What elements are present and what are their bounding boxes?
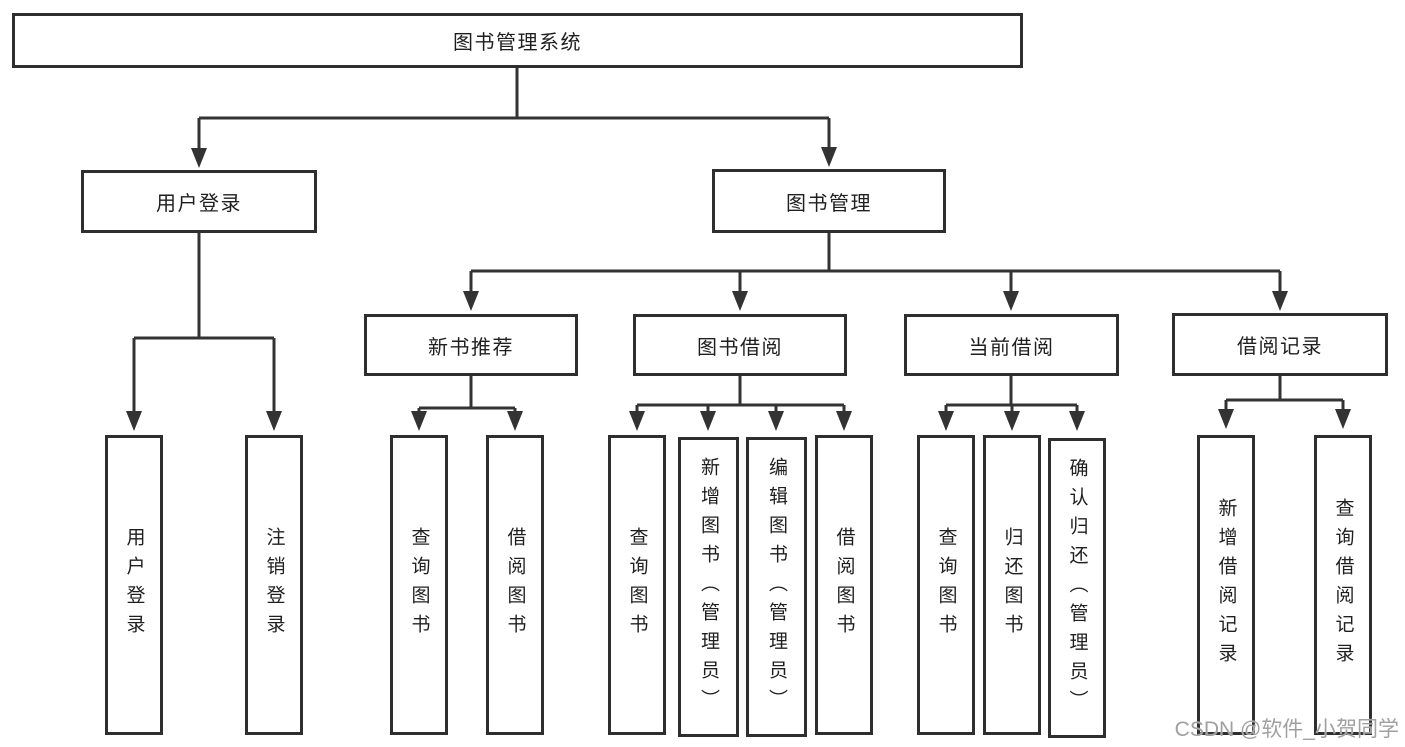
node-label: 图书管理系统 (453, 32, 582, 54)
connector-mgmt-to-level3 (463, 233, 1288, 311)
node-label: 当前借阅 (968, 336, 1055, 359)
node-library-management-system: 图书管理系统 (12, 13, 1023, 68)
node-book-management-branch: 图书管理 (712, 169, 946, 233)
node-borrow-records: 借阅记录 (1172, 313, 1388, 376)
connector-login-to-leaves (126, 233, 282, 431)
node-new-book-recommend: 新书推荐 (364, 314, 578, 376)
leaf-label: 归还图书 (1001, 527, 1023, 643)
leaf-return-books: 归还图书 (983, 435, 1041, 735)
node-user-login-branch: 用户登录 (81, 170, 317, 233)
leaf-label: 新增图书（管理员） (698, 456, 719, 718)
node-label: 图书管理 (786, 192, 872, 215)
leaf-borrow-books-recommend: 借阅图书 (486, 435, 544, 735)
leaf-query-books-borrow: 查询图书 (608, 435, 666, 735)
leaf-label: 查询借阅记录 (1332, 498, 1354, 672)
connector-recommend-to-leaves (411, 376, 523, 431)
node-label: 借阅记录 (1237, 336, 1323, 358)
node-label: 用户登录 (156, 193, 242, 215)
leaf-label: 借阅图书 (504, 527, 526, 643)
leaf-label: 编辑图书（管理员） (766, 456, 787, 718)
leaf-label: 注销登录 (263, 527, 285, 643)
leaf-query-borrow-record: 查询借阅记录 (1314, 435, 1372, 735)
connector-borrow-to-leaves (629, 376, 852, 431)
leaf-label: 用户登录 (123, 527, 145, 643)
node-current-borrow: 当前借阅 (904, 314, 1119, 376)
leaf-user-login: 用户登录 (105, 435, 163, 735)
leaf-query-books-current: 查询图书 (917, 435, 975, 735)
leaf-label: 借阅图书 (833, 527, 855, 643)
leaf-label: 查询图书 (408, 527, 430, 643)
leaf-confirm-return-admin: 确认归还（管理员） (1048, 438, 1106, 738)
connector-current-to-leaves (938, 376, 1085, 431)
leaf-borrow-books: 借阅图书 (815, 435, 873, 735)
leaf-label: 查询图书 (626, 527, 648, 643)
leaf-query-books-recommend: 查询图书 (390, 435, 448, 735)
leaf-add-borrow-record: 新增借阅记录 (1197, 435, 1255, 735)
csdn-watermark: CSDN @软件_小贺同学 (1174, 718, 1399, 741)
leaf-label: 确认归还（管理员） (1066, 457, 1088, 719)
node-label: 图书借阅 (697, 336, 783, 359)
connector-records-to-leaves (1218, 376, 1351, 429)
leaf-add-books-admin: 新增图书（管理员） (678, 437, 739, 737)
connector-root-to-level2 (191, 68, 837, 168)
leaf-label: 查询图书 (935, 527, 957, 643)
node-label: 新书推荐 (428, 336, 514, 359)
leaf-edit-books-admin: 编辑图书（管理员） (746, 437, 807, 737)
leaf-label: 新增借阅记录 (1215, 498, 1237, 672)
node-book-borrow: 图书借阅 (633, 314, 847, 376)
leaf-logout: 注销登录 (245, 435, 303, 735)
